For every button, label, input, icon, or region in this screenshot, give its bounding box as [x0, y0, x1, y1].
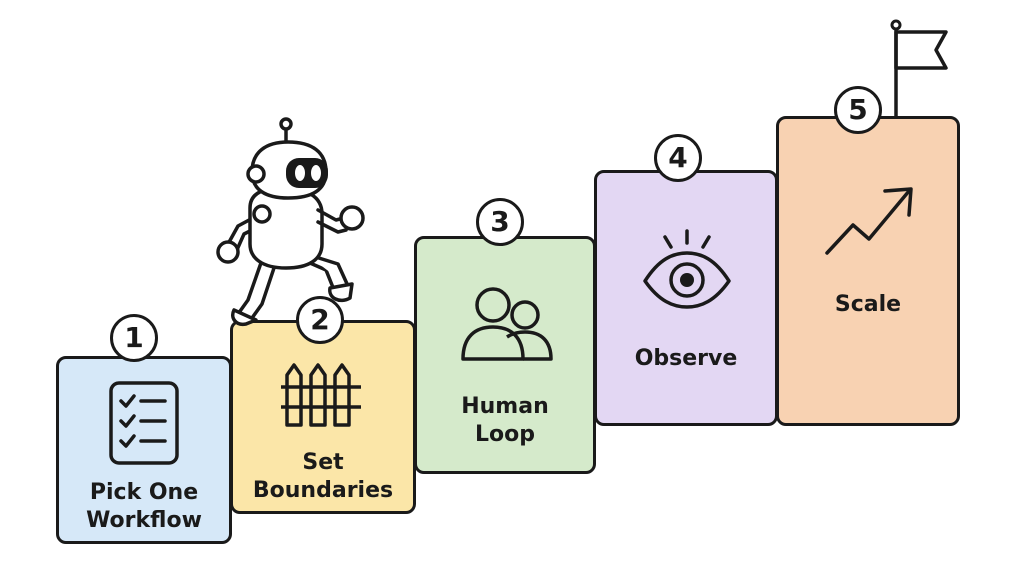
- step-1-number-badge: 1: [110, 314, 158, 362]
- fence-icon: [281, 361, 369, 427]
- step-2-set-boundaries: Set Boundaries: [230, 320, 416, 514]
- step-3-label: Human Loop: [461, 394, 549, 447]
- step-1-label: Pick One Workflow: [86, 480, 202, 533]
- eye-icon: [643, 229, 731, 309]
- step-1-pick-one-workflow: Pick One Workflow: [56, 356, 232, 544]
- step-3-human-loop: Human Loop: [414, 236, 596, 474]
- step-5-scale: Scale: [776, 116, 960, 426]
- step-3-number-badge: 3: [476, 198, 524, 246]
- step-5-label: Scale: [834, 292, 902, 317]
- step-2-label: Set Boundaries: [252, 450, 394, 503]
- trend-up-arrow-icon: [823, 185, 915, 257]
- robot-icon: [210, 114, 370, 328]
- step-5-number-badge: 5: [834, 86, 882, 134]
- step-4-number-badge: 4: [654, 134, 702, 182]
- flag-icon: [884, 18, 954, 118]
- step-4-observe: Observe: [594, 170, 778, 426]
- step-2-number-badge: 2: [296, 296, 344, 344]
- checklist-icon: [107, 379, 181, 467]
- people-icon: [459, 285, 555, 361]
- step-4-label: Observe: [634, 346, 738, 371]
